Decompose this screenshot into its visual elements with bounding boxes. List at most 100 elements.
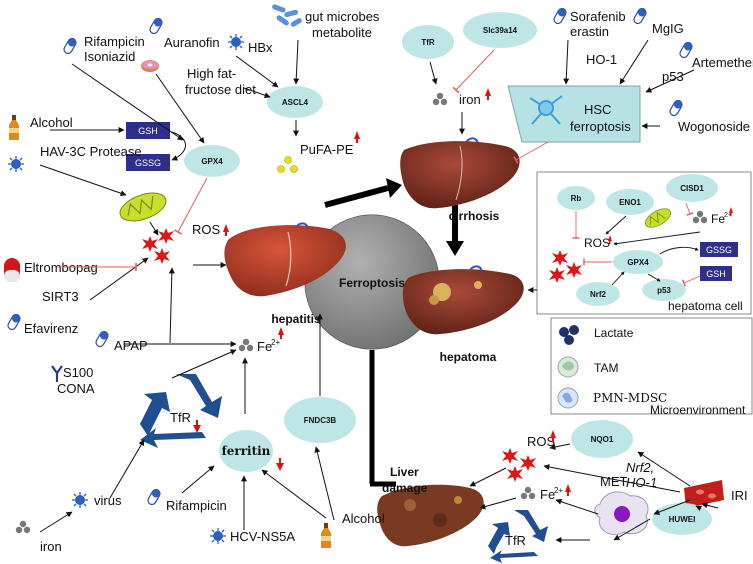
microenvironment-caption: Microenvironment [650,403,746,417]
gsh-box [126,122,170,139]
iri-blood-vessel-icon [684,480,724,508]
hsc-label-2: ferroptosis [570,119,631,134]
hepatoma-cell-box [536,171,752,315]
gssg-box [126,154,170,171]
ascl4-ellipse [267,86,323,118]
hepatoma-arrows [605,215,701,286]
ho1-cirrhosis-label: HO-1 [586,52,617,67]
rifampicin-label: Rifampicin [166,498,227,513]
cirrhosis-arrows [429,39,695,135]
up-arrows-damage [550,430,571,496]
up-arrows-hepatoma [608,207,733,244]
iron-cirrhosis-dots-icon [432,92,448,106]
ros-hepatoma-label: ROS [584,236,610,250]
ros-damage-burst-icon [520,455,536,471]
cirrhosis-liver-icon [400,137,520,209]
fe-damage-dots-icon [520,486,536,500]
fe-label: Fe [257,339,272,354]
rb-label: Rb [571,194,582,203]
up-arrows [223,131,360,339]
hepatoma-inhibit-arrows [572,202,701,287]
iri-label: IRI [731,488,748,503]
cirrhosis-label: cirrhosis [449,209,500,223]
eltrombopag-capsule-icon [4,258,20,282]
rifampicin-isoniazid-label-1: Rifampicin [84,34,145,49]
nqo1-ellipse [571,420,633,458]
fe-hepatoma-label: Fe [711,212,725,226]
hepatitis-inhibit-arrows [58,177,208,271]
gssg-hepatoma-box [700,242,738,257]
gpx4-hepatoma-label: GPX4 [627,258,649,267]
ferroptosis-label: Ferroptosis [339,276,405,290]
ferritin-label: ferritin [222,444,271,458]
hepatoma-label: hepatoma [440,350,497,364]
alcohol2-label: Alcohol [342,511,385,526]
ascl4-label: ASCL4 [282,98,309,107]
auranofin-pill-icon [147,16,165,36]
ros-damage-burst-icon [502,448,518,464]
hsc-label-1: HSC [584,102,611,117]
hav-label: HAV-3C Protease [40,144,142,159]
sorafenib-label-2: erastin [570,24,609,39]
hepatitis-liver-icon [224,222,346,297]
gpx4-ellipse [184,145,240,177]
ros-hepatoma-burst-icon [552,250,568,266]
hepatoma-liver-icon [402,265,524,335]
hbx-virus-icon [227,33,245,51]
alcohol-bottle-icon [9,115,19,140]
gssg-label: GSSG [135,158,161,168]
wogonoside-label: Wogonoside [678,119,750,134]
cona-label: CONA [57,381,95,396]
nqo1-label: NQO1 [591,435,614,444]
tfr-cirrhosis-label: TfR [421,38,435,47]
gsh-hepatoma-box [700,266,732,281]
tfr-ellipse [402,25,454,59]
down-arrows [193,420,284,471]
hepatitis-label: hepatitis [271,312,321,326]
fndc3b-label: FNDC3B [304,416,337,425]
mitochondrion-icon [119,192,167,222]
mgig-label: MgIG [652,21,684,36]
gssg-hepatoma-label: GSSG [706,245,732,255]
gut-microbes-icon [272,4,302,27]
gut-microbes-label-1: gut microbes [305,9,380,24]
nrf2-hepatoma-label: Nrf2 [590,290,607,299]
eno1-label: ENO1 [619,198,641,207]
liver-damage-label-line2: damage [382,481,428,495]
slc39a14-label: Slc39a14 [483,26,518,35]
rifampicin-isoniazid-label-2: Isoniazid [84,49,135,64]
slc39a14-ellipse [463,12,537,48]
tam-icon [557,356,579,378]
cisd1-label: CISD1 [680,184,704,193]
donut-icon [141,60,159,72]
cisd1-ellipse [666,174,718,202]
hav-virus-icon [7,155,25,173]
antibody-icon [51,365,63,382]
eno1-ellipse [606,189,654,215]
ros-label: ROS [192,222,221,237]
hcv-virus-icon [209,527,227,545]
sorafenib-pill-icon [551,6,569,26]
cirrhosis-inhibit-arrows [452,49,549,164]
apap-label: APAP [114,338,148,353]
sirt3-label: SIRT3 [42,289,79,304]
ros-hepatoma-burst-icon [549,267,565,283]
fe-hepatoma-dots-icon [692,210,708,224]
fe-sup: 2+ [271,338,280,347]
liver-damage-arrows [469,443,719,543]
gut-microbes-label-2: metabolite [312,25,372,40]
virus-icon [71,491,89,509]
auranofin-label: Auranofin [164,35,220,50]
fndc3b-ellipse [284,397,356,443]
iron-dots-icon [15,520,31,534]
ferritin-ellipse [219,430,273,472]
arrow-to-cirrhosis [324,185,389,208]
microenvironment-box [550,317,753,415]
p53-cirrhosis-label: p53 [662,69,684,84]
gsh-label: GSH [138,126,158,136]
mgig-pill-icon [631,6,649,26]
gsh-hepatoma-label: GSH [706,269,726,279]
tam-label: TAM [594,361,618,375]
up-arrows-cirrhosis [485,88,491,100]
